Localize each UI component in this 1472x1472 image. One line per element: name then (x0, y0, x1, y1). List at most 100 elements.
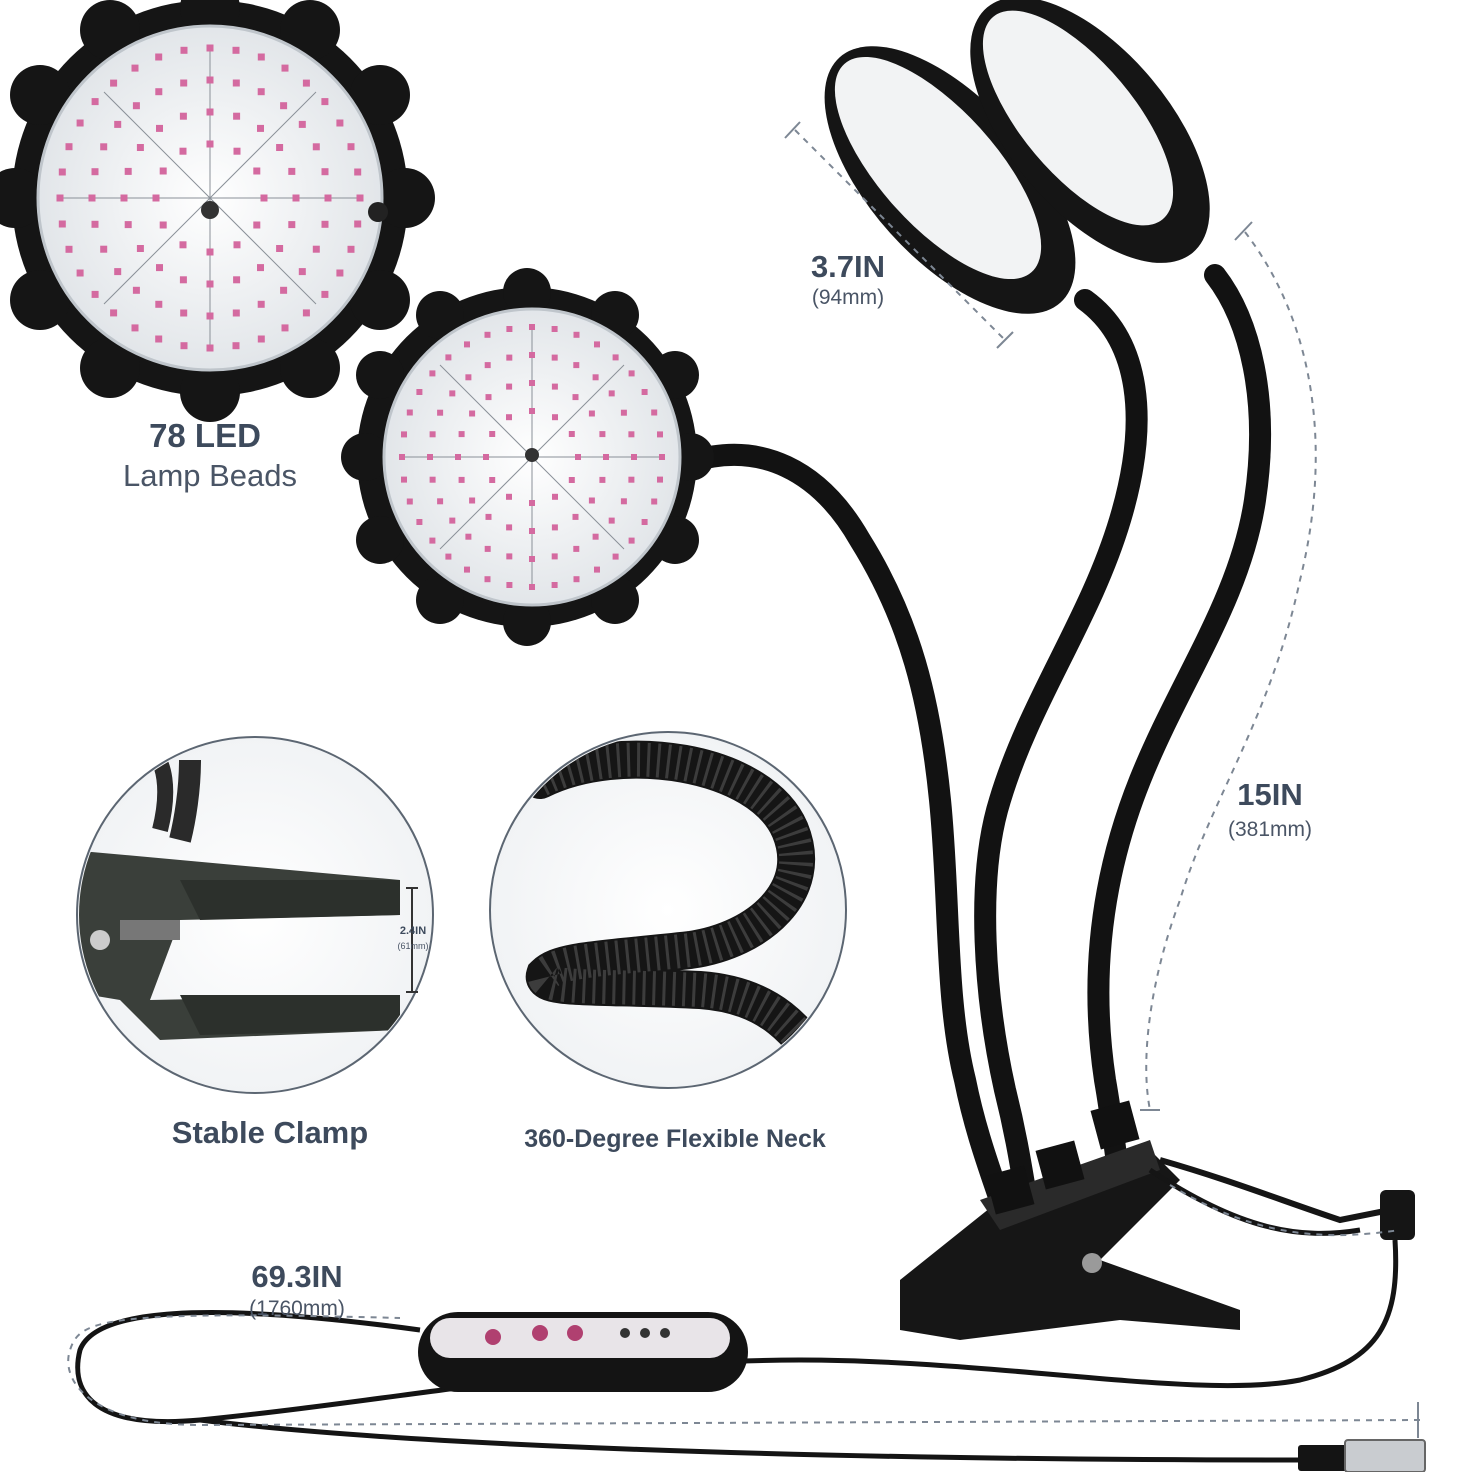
led-bead (594, 566, 600, 573)
led-bead (356, 194, 364, 202)
led-bead (551, 354, 558, 361)
led-bead (612, 553, 619, 560)
led-bead (599, 476, 606, 483)
led-bead (469, 410, 476, 417)
led-bead (180, 79, 188, 87)
led-bead (449, 517, 456, 524)
led-bead (91, 98, 99, 106)
led-bead (529, 324, 535, 330)
led-bead (321, 220, 329, 228)
led-bead (484, 362, 491, 369)
led-bead (406, 498, 413, 505)
led-bead (464, 566, 470, 573)
led-bead (354, 220, 362, 228)
led-bead (416, 519, 423, 525)
led-bead (529, 408, 535, 414)
led-bead (485, 513, 492, 520)
led-bead (206, 76, 214, 84)
led-desc-label: Lamp Beads (123, 458, 297, 493)
led-bead (232, 342, 240, 350)
led-bead (529, 500, 535, 506)
led-bead (445, 354, 452, 361)
clamp-caption: Stable Clamp (172, 1115, 368, 1150)
clamp-detail-circle (76, 736, 434, 1094)
led-bead (257, 88, 265, 96)
led-bead (399, 454, 405, 460)
led-bead (206, 344, 214, 352)
led-bead (132, 102, 140, 110)
led-bead (588, 410, 595, 417)
led-bead (76, 119, 84, 127)
led-bead (465, 374, 472, 381)
led-bead (124, 221, 132, 229)
neck-length-inch: 15IN (1237, 777, 1302, 812)
led-bead (429, 431, 436, 438)
led-bead (124, 167, 132, 175)
led-bead (58, 168, 66, 176)
led-bead (65, 245, 73, 253)
led-bead (180, 342, 188, 350)
led-bead (489, 477, 496, 483)
led-bead (114, 120, 122, 128)
led-bead (288, 221, 296, 229)
led-bead (551, 383, 558, 390)
led-bead (573, 545, 580, 552)
led-bead (620, 498, 627, 505)
led-bead (603, 454, 609, 460)
led-bead (529, 380, 535, 386)
lamp-heads-pair (824, 0, 1271, 1201)
led-bead (401, 431, 407, 438)
led-bead (465, 533, 472, 540)
led-bead (592, 374, 599, 381)
led-bead (612, 354, 619, 361)
led-bead (253, 167, 261, 175)
led-bead (529, 528, 535, 534)
led-bead (427, 454, 433, 460)
led-bead (485, 394, 492, 401)
led-bead (257, 335, 265, 343)
led-bead (136, 144, 144, 151)
led-bead (257, 264, 264, 272)
led-bead (206, 280, 214, 288)
cable-length-inch: 69.3IN (251, 1259, 342, 1294)
led-bead (180, 46, 188, 54)
led-bead (155, 88, 163, 96)
led-bead (302, 79, 310, 87)
led-bead (100, 245, 108, 253)
led-bead (312, 245, 320, 253)
led-bead (110, 79, 118, 87)
led-bead (551, 582, 558, 588)
led-bead (276, 245, 284, 252)
dimension-lines (67, 129, 1421, 1427)
clamp-opening-inch: 2.4IN (400, 925, 426, 937)
led-bead (484, 545, 491, 552)
led-bead (464, 341, 470, 348)
led-bead (594, 341, 600, 348)
led-bead (132, 286, 140, 294)
led-bead (312, 143, 320, 151)
led-bead (152, 194, 160, 202)
led-bead (429, 537, 436, 544)
led-bead (437, 409, 444, 416)
led-bead (280, 286, 288, 294)
led-bead (484, 331, 491, 338)
led-bead (58, 220, 66, 228)
led-bead (449, 390, 456, 397)
led-bead (179, 276, 187, 284)
dimension-ticks (784, 121, 1419, 1438)
led-bead (551, 524, 558, 531)
led-bead (529, 584, 535, 590)
head-diameter-mm: (94mm) (812, 286, 884, 309)
led-bead (159, 167, 167, 175)
led-bead (280, 102, 288, 110)
led-bead (114, 268, 122, 276)
led-bead (206, 312, 214, 320)
led-bead (347, 245, 355, 253)
led-bead (529, 556, 535, 562)
led-bead (455, 454, 461, 460)
led-bead (179, 147, 187, 155)
led-bead (233, 112, 241, 120)
led-bead (657, 431, 663, 438)
led-bead (257, 124, 264, 132)
led-bead (506, 354, 513, 361)
